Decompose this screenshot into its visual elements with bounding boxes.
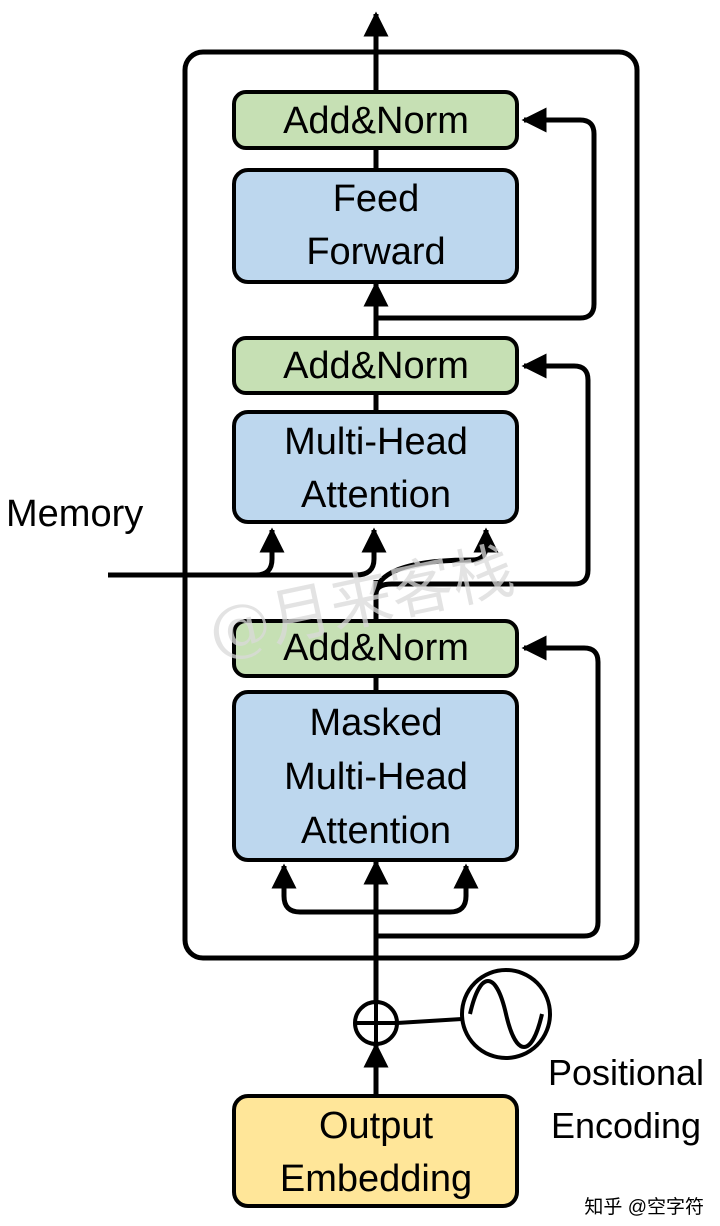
output-embedding-line1: Output	[319, 1105, 434, 1147]
multi-head-attention-block: Multi-Head Attention	[232, 410, 519, 524]
multi-head-attention-line2: Attention	[301, 474, 451, 516]
feed-forward-line2: Forward	[306, 231, 445, 273]
decoder-frame	[182, 49, 640, 961]
output-embedding-block: Output Embedding	[232, 1094, 519, 1208]
add-norm-top-block: Add&Norm	[232, 90, 519, 150]
corner-watermark: 知乎 @空字符	[584, 1196, 704, 1218]
positional-encoding-line1: Positional	[548, 1052, 704, 1093]
masked-attention-block: Masked Multi-Head Attention	[232, 690, 519, 862]
masked-attention-line1: Masked	[309, 702, 442, 744]
feed-forward-line1: Feed	[333, 178, 420, 220]
feed-forward-block: Feed Forward	[232, 168, 519, 284]
add-norm-mid-block: Add&Norm	[232, 336, 519, 395]
masked-attention-line3: Attention	[301, 810, 451, 852]
multi-head-attention-line1: Multi-Head	[284, 421, 468, 463]
residual-connections	[108, 107, 601, 939]
add-norm-mid-label: Add&Norm	[283, 345, 469, 387]
masked-attention-line2: Multi-Head	[284, 756, 468, 798]
add-norm-top-label: Add&Norm	[283, 100, 469, 142]
add-norm-bottom-label: Add&Norm	[283, 627, 469, 669]
positional-encoding-adder	[353, 968, 552, 1060]
add-norm-bottom-block: Add&Norm	[232, 619, 519, 678]
output-embedding-line2: Embedding	[280, 1158, 472, 1200]
memory-label: Memory	[6, 493, 143, 535]
positional-encoding-line2: Encoding	[551, 1105, 701, 1146]
